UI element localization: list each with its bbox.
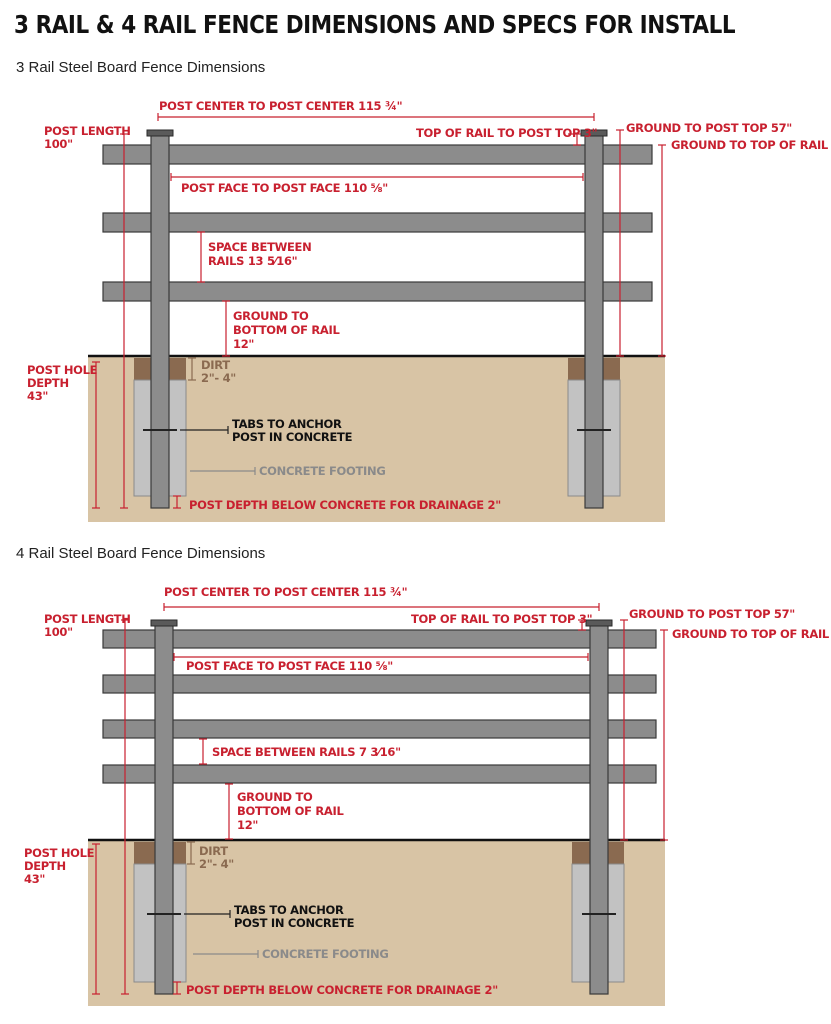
four-rail-fence-diagram: POST CENTER TO POST CENTER 115 ¾" POST L…: [24, 585, 831, 1006]
label-dirt: DIRT: [199, 844, 228, 858]
label-ground-bottom-2: BOTTOM OF RAIL: [237, 804, 344, 818]
post-left: [154, 623, 174, 995]
label-ground-bottom-1: GROUND TO: [237, 790, 313, 804]
label-post-hole-1: POST HOLE: [27, 363, 98, 377]
label-tabs-1: TABS TO ANCHOR: [234, 903, 344, 917]
dirt-dimension: [188, 357, 196, 381]
label-face-to-face: POST FACE TO POST FACE 110 ⅝": [181, 181, 388, 195]
dirt-dimension: [187, 841, 195, 865]
post-cap-right: [585, 619, 613, 627]
dimension-lines: [92, 113, 666, 509]
label-post-hole-1: POST HOLE: [24, 846, 95, 860]
three-rail-fence-diagram: POST CENTER TO POST CENTER 115 ¾" POST L…: [27, 99, 831, 522]
label-space-between: SPACE BETWEEN: [208, 240, 311, 254]
label-face-to-face: POST FACE TO POST FACE 110 ⅝": [186, 659, 393, 673]
label-tabs-1: TABS TO ANCHOR: [232, 417, 342, 431]
label-concrete-footing: CONCRETE FOOTING: [259, 464, 386, 478]
label-dirt-value: 2"- 4": [199, 857, 234, 871]
label-drainage: POST DEPTH BELOW CONCRETE FOR DRAINAGE 2…: [189, 498, 501, 512]
rail-3: [102, 281, 653, 302]
label-ground-bottom-2: BOTTOM OF RAIL: [233, 323, 340, 337]
rail-1: [102, 144, 653, 165]
dimension-lines: [92, 603, 668, 995]
label-dirt: DIRT: [201, 358, 230, 372]
concrete-pointer: [193, 950, 259, 958]
page-title: 3 RAIL & 4 RAIL FENCE DIMENSIONS AND SPE…: [14, 10, 736, 39]
label-post-hole-2: DEPTH: [27, 376, 69, 390]
label-center-to-center: POST CENTER TO POST CENTER 115 ¾": [159, 99, 402, 113]
rail-1: [102, 629, 657, 649]
label-space-between-value: RAILS 13 5⁄16": [208, 254, 297, 268]
post-right: [584, 133, 604, 509]
diagram-1-subtitle: 3 Rail Steel Board Fence Dimensions: [16, 59, 266, 76]
post-left: [150, 133, 170, 509]
label-top-of-rail: TOP OF RAIL TO POST TOP 3": [416, 126, 597, 140]
label-dirt-value: 2"- 4": [201, 371, 236, 385]
label-post-hole-3: 43": [27, 389, 48, 403]
diagram-2-subtitle: 4 Rail Steel Board Fence Dimensions: [16, 545, 266, 562]
rail-4: [102, 764, 657, 784]
label-ground-to-post-top: GROUND TO POST TOP 57": [629, 607, 795, 621]
rail-2: [102, 674, 657, 694]
label-ground-to-post-top: GROUND TO POST TOP 57": [626, 121, 792, 135]
label-top-of-rail: TOP OF RAIL TO POST TOP 3": [411, 612, 592, 626]
post-right: [589, 623, 609, 995]
label-ground-to-top-rail: GROUND TO TOP OF RAIL 54": [671, 138, 831, 152]
label-ground-bottom-3: 12": [237, 818, 258, 832]
label-concrete-footing: CONCRETE FOOTING: [262, 947, 389, 961]
label-tabs-2: POST IN CONCRETE: [232, 430, 353, 444]
rail-2: [102, 212, 653, 233]
post-cap-right: [580, 129, 608, 137]
label-post-hole-2: DEPTH: [24, 859, 66, 873]
label-post-length-value: 100": [44, 137, 73, 151]
label-tabs-2: POST IN CONCRETE: [234, 916, 355, 930]
label-drainage: POST DEPTH BELOW CONCRETE FOR DRAINAGE 2…: [186, 983, 498, 997]
label-ground-to-top-rail: GROUND TO TOP OF RAIL 54": [672, 627, 831, 641]
label-post-hole-3: 43": [24, 872, 45, 886]
tabs-pointer: [180, 426, 229, 434]
concrete-pointer: [190, 467, 256, 475]
post-cap-left: [146, 129, 174, 137]
label-ground-bottom-1: GROUND TO: [233, 309, 309, 323]
rail-3: [102, 719, 657, 739]
tabs-pointer: [184, 910, 231, 918]
label-center-to-center: POST CENTER TO POST CENTER 115 ¾": [164, 585, 407, 599]
label-post-length: POST LENGTH: [44, 124, 131, 138]
label-ground-bottom-3: 12": [233, 337, 254, 351]
label-post-length: POST LENGTH: [44, 612, 131, 626]
label-space-between: SPACE BETWEEN RAILS 7 3⁄16": [212, 745, 401, 759]
post-cap-left: [150, 619, 178, 627]
label-post-length-value: 100": [44, 625, 73, 639]
